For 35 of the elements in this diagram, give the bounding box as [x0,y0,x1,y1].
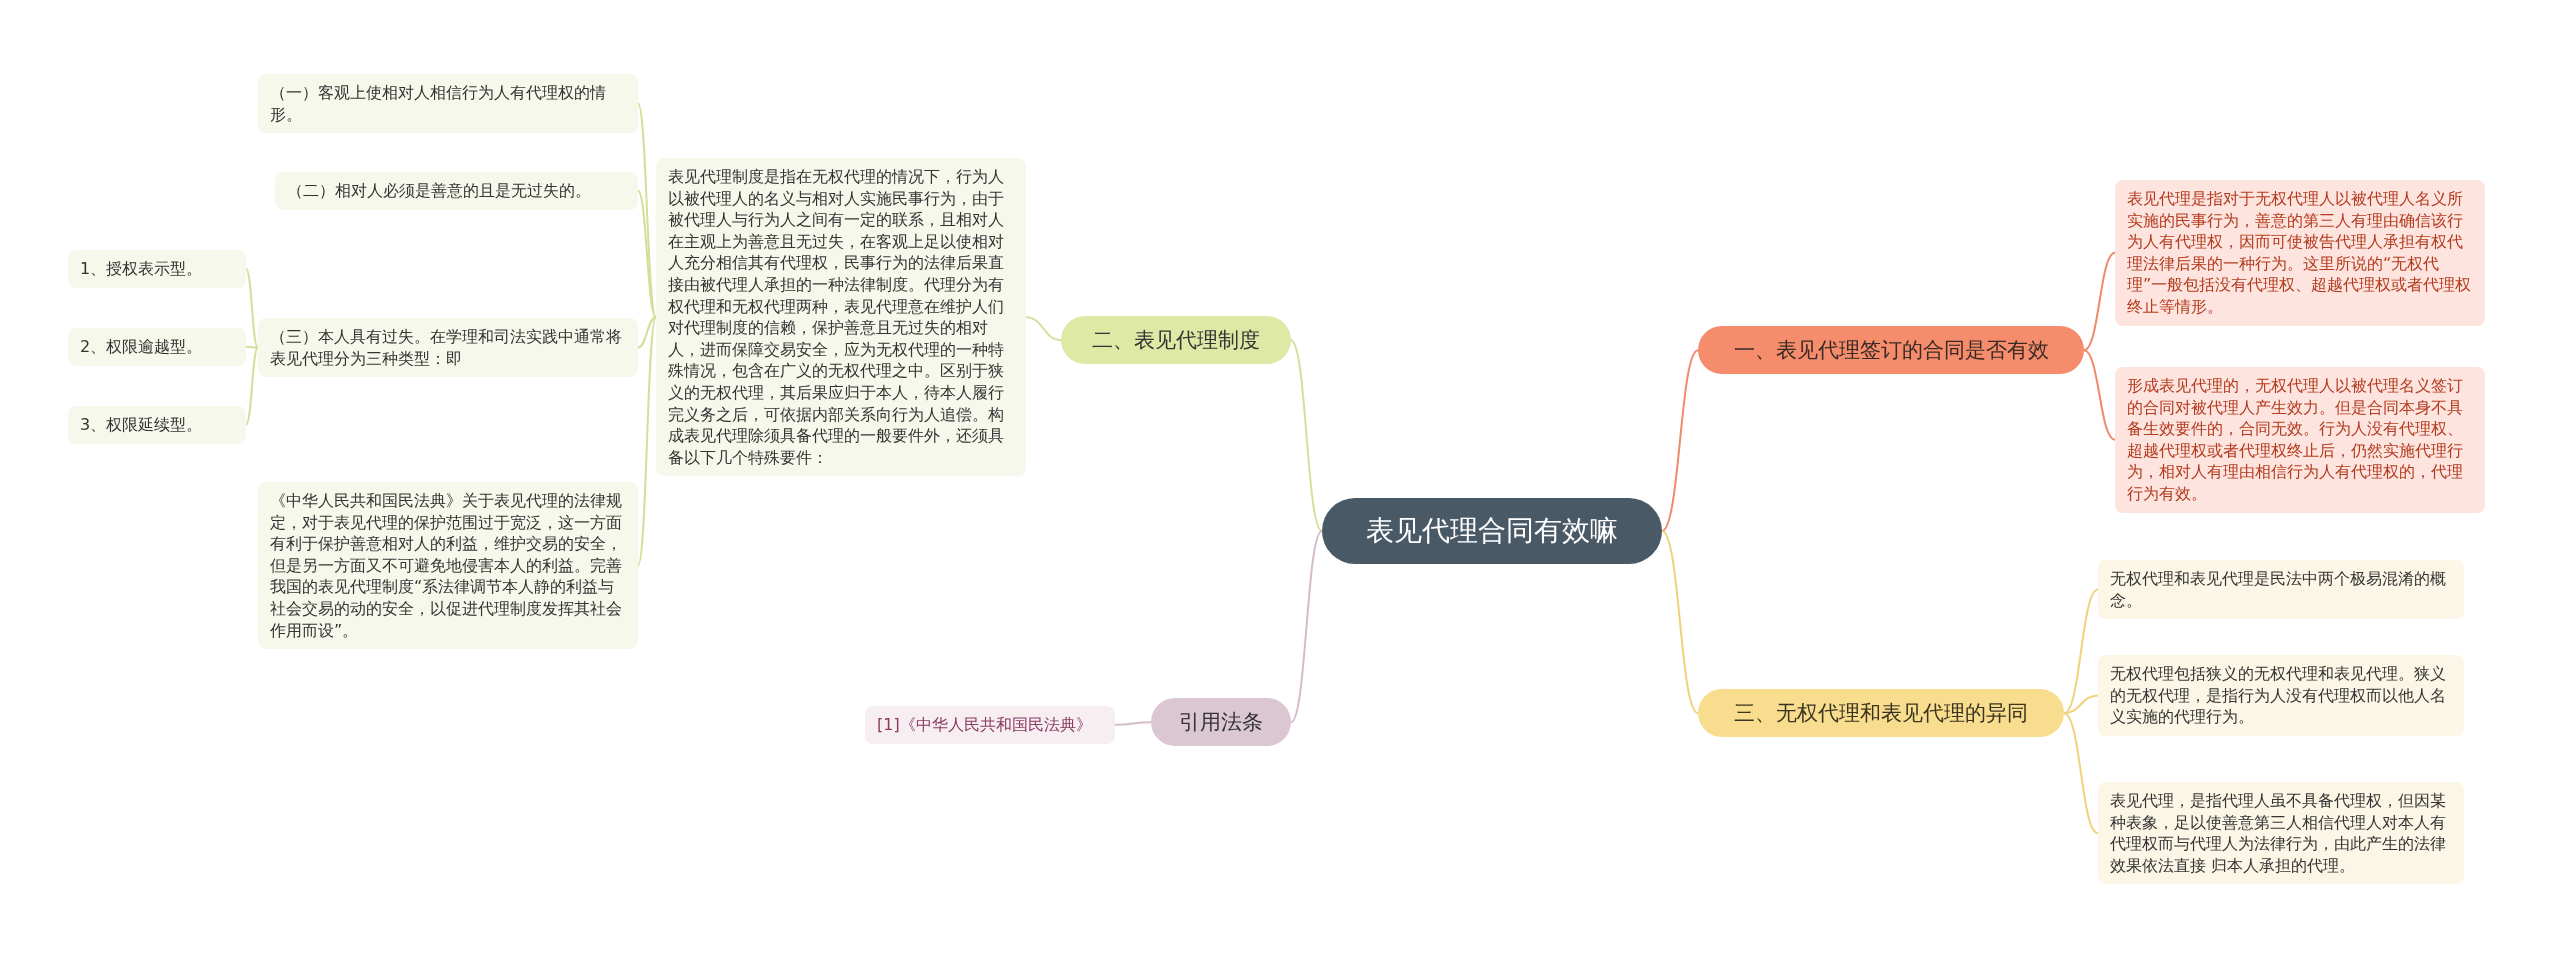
text-card: 无权代理和表见代理是民法中两个极易混淆的概念。 [2098,560,2464,620]
text-card: 无权代理包括狭义的无权代理和表见代理。狭义的无权代理，是指行为人没有代理权而以他人名义实施的代理行为。 [2098,655,2464,736]
branch-topic: 三、无权代理和表见代理的异同 [1698,689,2064,738]
connector-line [1025,316,1062,342]
text-card: 形成表见代理的，无权代理人以被代理名义签订的合同对被代理人产生效力。但是合同本身不具备生效要件的，合同无效。行为人没有代理权、超越代理权或者代理权终止后，仍然实施代理行为，相对人有理由相信行为人有代理权的，代理行为有效。 [2115,367,2485,513]
text-card: 1、授权表示型。 [68,250,246,288]
connector-line [1290,339,1323,532]
text-card: 《中华人民共和国民法典》关于表见代理的法律规定，对于表见代理的保护范围过于宽泛，这一方面有利于保护善意相对人的利益，维护交易的安全，但是另一方面又不可避免地侵害本人的利益。完善我国的表见代理制度“系法律调节本人静的利益与社会交易的动的安全，以促进代理制度发挥其社会作用而设”。 [258,482,638,650]
connector-line [1661,529,1699,715]
connector-line [2083,251,2116,352]
text-card: （二）相对人必须是善意的且是无过失的。 [275,172,638,210]
connector-line [1290,529,1323,724]
central-topic: 表见代理合同有效嘛 [1322,498,1662,564]
text-card: 2、权限逾越型。 [68,328,246,366]
connector-line [245,346,259,426]
branch-topic: 引用法条 [1151,698,1291,747]
connector-line [2063,588,2099,715]
text-card: 表见代理是指对于无权代理人以被代理人名义所实施的民事行为，善意的第三人有理由确信该行为人有代理权，因而可使被告代理人承担有权代理法律后果的一种行为。这里所说的“无权代理”一般包括没有代理权、超越代理权或者代理权终止等情形。 [2115,180,2485,326]
text-card: 3、权限延续型。 [68,406,246,444]
branch-topic: 二、表见代理制度 [1061,316,1291,365]
text-card: （三）本人具有过失。在学理和司法实践中通常将表见代理分为三种类型：即 [258,318,638,378]
connector-line [637,189,657,319]
text-card: 表见代理，是指代理人虽不具备代理权，但因某种表象，足以使善意第三人相信代理人对本人有代理权而与代理人为法律行为，由此产生的法律效果依法直接 归本人承担的代理。 [2098,782,2464,885]
connector-line [1114,721,1152,726]
connector-line [637,316,657,349]
branch-topic: 一、表见代理签订的合同是否有效 [1698,326,2084,375]
connector-line [2063,712,2099,835]
connector-line [1661,349,1699,532]
text-card: 表见代理制度是指在无权代理的情况下，行为人以被代理人的名义与相对人实施民事行为，由于被代理人与行为人之间有一定的联系，且相对人在主观上为善意且无过失，在客观上足以使相对人充分相信其有代理权，民事行为的法律后果直接由被代理人承担的一种法律制度。代理分为有权代理和无权代理两种，表见代理意在维护人们对代理制度的信赖，保护善意且无过失的相对人，进而保障交易安全，应为无权代理的一种特殊情况，包含在广义的无权代理之中。区别于狭义的无权代理，其后果应归于本人，待本人履行完义务之后，可依据内部关系向行为人追偿。构成表见代理除须具备代理的一般要件外，还须具备以下几个特殊要件： [656,158,1026,477]
connector-line [245,267,259,349]
text-card: （一）客观上使相对人相信行为人有代理权的情形。 [258,74,638,134]
connector-line [2083,349,2116,441]
text-card: [1]《中华人民共和国民法典》 [865,706,1115,744]
connector-line [637,316,657,567]
connector-line [2063,694,2099,715]
